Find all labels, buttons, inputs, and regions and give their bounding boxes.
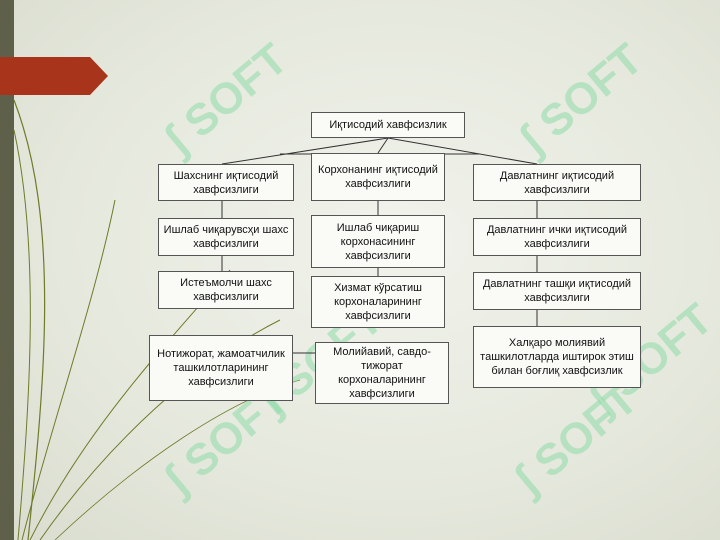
node-financial-trade-security: Молийавий, савдо-тижорат корхоналарининг…: [315, 342, 449, 404]
root-node: Иқтисодий хавфсизлик: [311, 112, 465, 138]
watermark-logo: ʃ SOFT: [509, 40, 650, 165]
watermark-logo: ʃ SOFT: [504, 380, 645, 505]
node-enterprise-security: Корхонанинг иқтисодий хавфсизлиги: [311, 153, 445, 201]
node-service-security: Хизмат кўрсатиш корхоналарининг хавфсизл…: [311, 276, 445, 328]
node-state-internal-security: Давлатнинг ички иқтисодий хавфсизлиги: [473, 218, 641, 256]
node-producer-security: Ишлаб чиқарувсҳи шахс хавфсизлиги: [158, 218, 294, 256]
node-international-org-security: Халқаро молиявий ташкилотларда иштирок э…: [473, 326, 641, 388]
node-nonprofit-security: Нотижорат, жамоатчилик ташкилотларининг …: [149, 335, 293, 401]
node-state-external-security: Давлатнинг ташқи иқтисодий хавфсизлиги: [473, 272, 641, 310]
left-sidebar-bar: [0, 0, 14, 540]
node-state-security: Давлатнинг иқтисодий хавфсизлиги: [473, 164, 641, 201]
node-manufacturing-security: Ишлаб чиқариш корхонасининг хавфсизлиги: [311, 215, 445, 268]
watermark-logo: ʃ SOFT: [154, 40, 295, 165]
node-consumer-security: Истеъмолчи шахс хавфсизлиги: [158, 271, 294, 309]
node-person-security: Шахснинг иқтисодий хавфсизлиги: [158, 164, 294, 201]
title-accent-tab: [0, 57, 108, 95]
